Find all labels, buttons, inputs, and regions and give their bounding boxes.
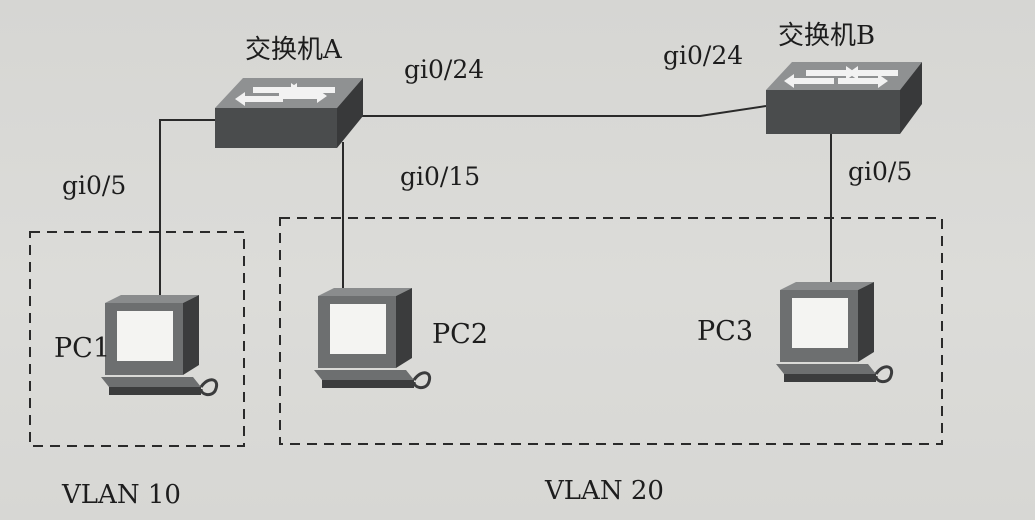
pc2-computer — [314, 288, 431, 390]
link-switchA-switchB — [340, 105, 767, 117]
pc3-computer — [776, 282, 893, 384]
vlan10-label: VLAN 10 — [61, 480, 181, 510]
switch-b-label: 交换机B — [778, 21, 875, 51]
port-label-a-pc1: gi0/5 — [62, 171, 126, 200]
switch-a-label: 交换机A — [245, 35, 343, 65]
switch-a — [215, 78, 363, 148]
vlan10-boundary — [29, 231, 245, 447]
vlan20-boundary — [279, 217, 943, 445]
link-switchA-pc1 — [159, 119, 215, 300]
port-label-b-pc3: gi0/5 — [848, 157, 912, 186]
port-label-a-uplink: gi0/24 — [404, 55, 484, 84]
vlan20-label: VLAN 20 — [544, 476, 664, 506]
pc2-label: PC2 — [432, 319, 488, 350]
pc1-label: PC1 — [54, 333, 110, 364]
switch-b — [766, 62, 922, 134]
switch-arrows-icon — [235, 83, 335, 106]
switch-arrows-icon — [784, 66, 898, 88]
pc3-label: PC3 — [697, 316, 753, 347]
pc1-computer — [101, 295, 218, 397]
port-label-a-pc2: gi0/15 — [400, 162, 480, 191]
port-label-b-uplink: gi0/24 — [663, 41, 743, 70]
links — [159, 105, 832, 300]
